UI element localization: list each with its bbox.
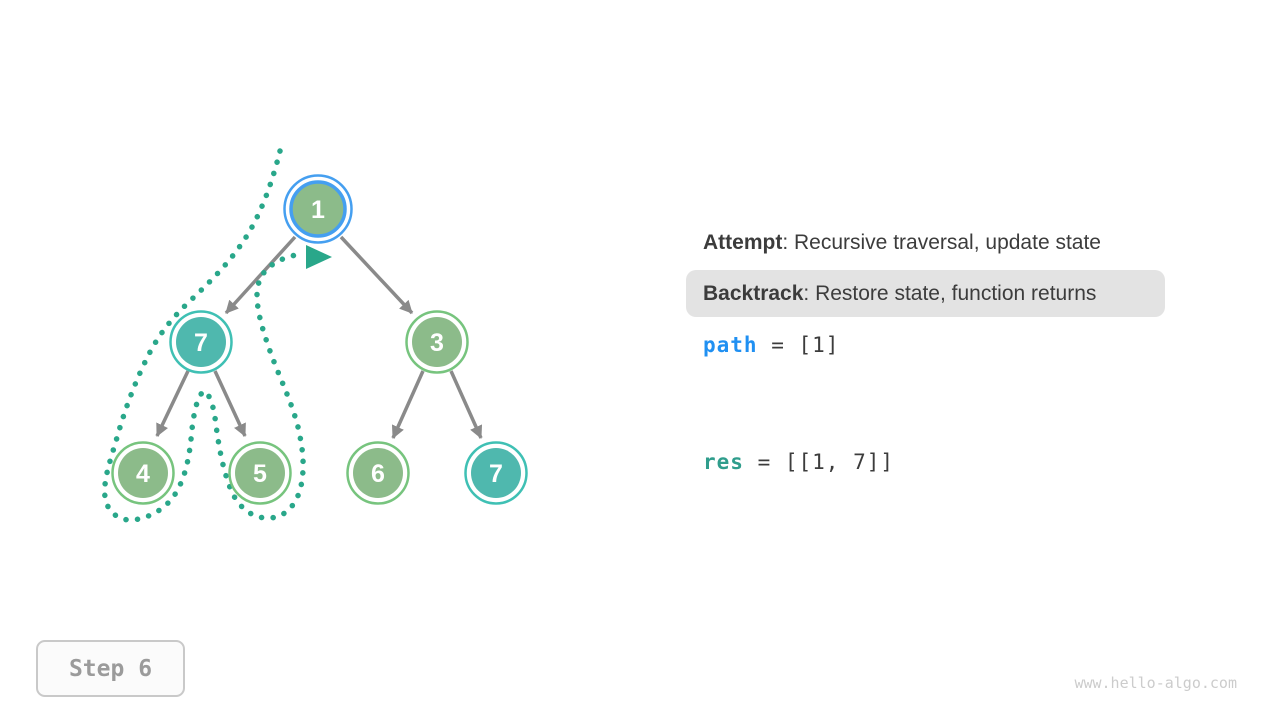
tree-node-7-left: 7 xyxy=(169,310,233,374)
tree-edges xyxy=(155,235,483,439)
node-6-label: 6 xyxy=(371,460,385,488)
path-value: = [1] xyxy=(757,333,840,357)
attempt-line: Attempt: Recursive traversal, update sta… xyxy=(703,231,1101,255)
tree-node-1: 1 xyxy=(283,174,353,244)
tree-node-7-right: 7 xyxy=(464,441,528,505)
edge-7-4 xyxy=(155,370,190,437)
watermark: www.hello-algo.com xyxy=(1074,674,1237,692)
node-5-circle xyxy=(235,448,285,498)
node-4-label: 4 xyxy=(136,460,150,488)
node-3-label: 3 xyxy=(430,329,444,357)
node-1-label: 1 xyxy=(311,196,325,224)
edge-1-3 xyxy=(339,235,414,315)
node-1-circle xyxy=(289,180,347,238)
step-badge: Step 6 xyxy=(36,640,185,697)
node-6-circle xyxy=(353,448,403,498)
backtrack-keyword: Backtrack xyxy=(703,281,804,305)
edge-1-7 xyxy=(224,235,297,315)
tree-node-4: 4 xyxy=(111,441,175,505)
edge-7-5 xyxy=(213,370,247,437)
node-5-label: 5 xyxy=(253,460,267,488)
backtrack-text: : Restore state, function returns xyxy=(803,281,1097,305)
node-3-circle xyxy=(412,317,462,367)
tree-node-5: 5 xyxy=(228,441,292,505)
edge-3-6 xyxy=(391,370,425,439)
path-state-line: path = [1] xyxy=(703,333,839,357)
backtrack-trace-curve xyxy=(101,148,306,523)
path-variable: path xyxy=(703,333,758,357)
node-7l-circle xyxy=(176,317,226,367)
node-4-circle xyxy=(118,448,168,498)
tree-node-3: 3 xyxy=(405,310,469,374)
attempt-keyword: Attempt xyxy=(703,231,783,254)
edge-3-7 xyxy=(449,370,483,439)
res-variable: res xyxy=(703,450,744,474)
node-7r-circle xyxy=(471,448,521,498)
res-state-line: res = [[1, 7]] xyxy=(703,450,894,474)
backtrack-pill: Backtrack: Restore state, function retur… xyxy=(686,270,1165,317)
node-7l-label: 7 xyxy=(194,329,208,357)
res-value: = [[1, 7]] xyxy=(743,450,895,474)
attempt-text: : Recursive traversal, update state xyxy=(782,231,1101,254)
tree-node-6: 6 xyxy=(346,441,410,505)
node-7r-label: 7 xyxy=(489,460,503,488)
backtrack-trace-arrowhead-icon xyxy=(306,245,332,269)
